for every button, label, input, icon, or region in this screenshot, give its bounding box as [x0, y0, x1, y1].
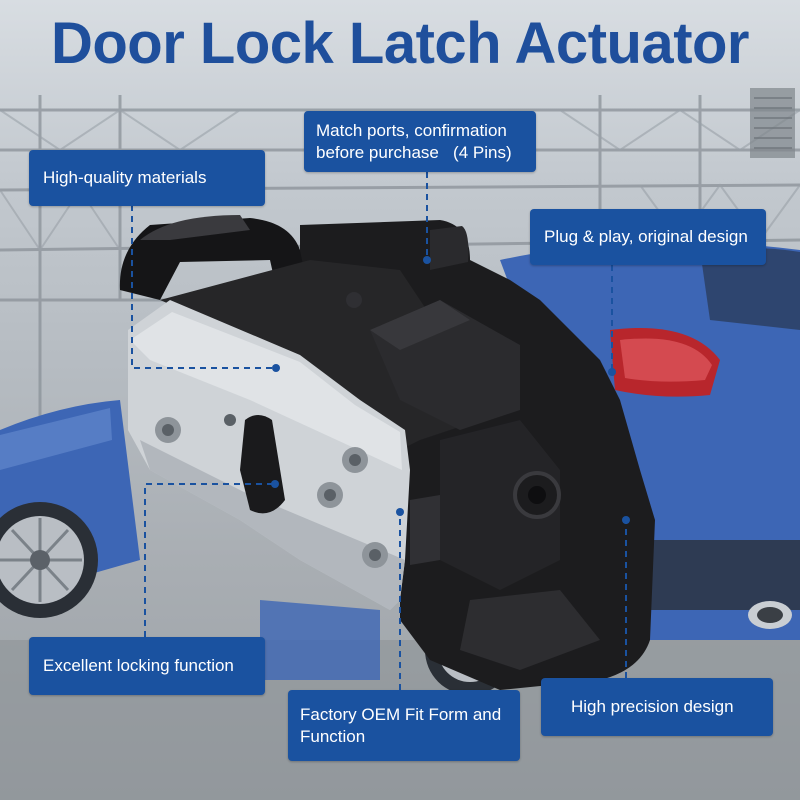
callout-factory-oem-fit: Factory OEM Fit Form and Function	[288, 690, 520, 761]
callout-text-line2: before purchase (4 Pins)	[316, 142, 512, 162]
callout-text: Plug & play, original design	[544, 227, 748, 246]
callout-text-line2: Function	[300, 726, 366, 746]
callout-text: High-quality materials	[43, 168, 207, 187]
callout-plug-and-play: Plug & play, original design	[530, 209, 766, 265]
callout-excellent-locking: Excellent locking function	[29, 637, 265, 695]
callout-high-precision: High precision design	[541, 678, 773, 736]
callout-text-line1: Factory OEM Fit Form and	[300, 704, 502, 724]
callout-text: Excellent locking function	[43, 656, 234, 675]
callout-text-line1: Match ports, confirmation	[316, 120, 507, 140]
callout-high-quality-materials: High-quality materials	[29, 150, 265, 206]
callout-match-ports: Match ports, confirmation before purchas…	[304, 111, 536, 172]
page-title: Door Lock Latch Actuator	[50, 11, 750, 76]
callout-text: High precision design	[571, 697, 734, 716]
